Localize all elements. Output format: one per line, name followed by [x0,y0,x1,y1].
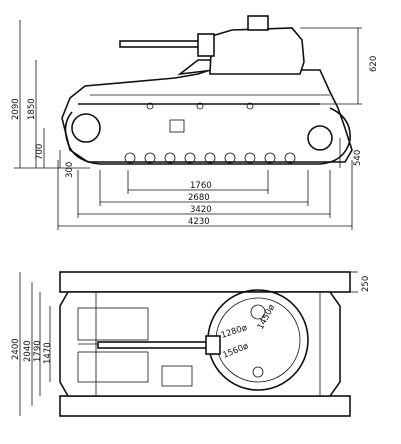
road-wheels [124,152,296,164]
hull-side-outline [61,69,353,163]
track-top-left [59,271,351,293]
dim-300: 300 [65,162,75,178]
cupola [247,15,269,31]
dim-4230: 4230 [188,217,210,227]
dim-3420: 3420 [190,205,212,215]
horizontal-dimensions: 1760 2680 3420 4230 [57,160,353,230]
engine-grille-right [77,351,149,383]
dim-2400: 2400 [11,338,21,360]
top-right-dimensions: 250 [350,271,371,293]
dim-1790: 1790 [33,340,43,362]
dim-540: 540 [353,150,363,166]
side-view: 1760 2680 3420 4230 2090 1850 700 300 62… [11,15,379,230]
left-vertical-dimensions: 2090 1850 700 300 [11,20,90,178]
main-gun-top [97,341,211,349]
turret-side [209,27,305,75]
dim-2040: 2040 [23,340,33,362]
mantlet-top [205,335,221,355]
dim-1760: 1760 [190,181,212,191]
track-top-right [59,395,351,417]
dim-700: 700 [35,144,45,160]
turret-port [252,366,264,378]
dim-620: 620 [369,56,379,72]
dim-1470: 1470 [43,342,53,364]
dim-250: 250 [361,276,371,292]
dim-2090: 2090 [11,98,21,120]
dim-2680: 2680 [188,193,210,203]
engine-grille-left [77,307,149,341]
idler-wheel [307,125,333,151]
track-outline [64,107,351,165]
turret-hatch [250,304,266,320]
main-gun [119,40,203,48]
hatch-side [169,119,185,133]
return-rollers [146,102,254,110]
gun-mantlet [197,33,215,57]
right-vertical-dimensions: 620 540 [300,27,379,168]
drive-sprocket [71,113,101,143]
dim-1850: 1850 [27,98,37,120]
hatch-top [161,365,193,387]
top-left-dimensions: 2400 2040 1790 1470 [11,272,53,416]
top-view: 1280ø 1560ø 1450ø 2400 2040 1790 1470 25… [11,271,371,417]
